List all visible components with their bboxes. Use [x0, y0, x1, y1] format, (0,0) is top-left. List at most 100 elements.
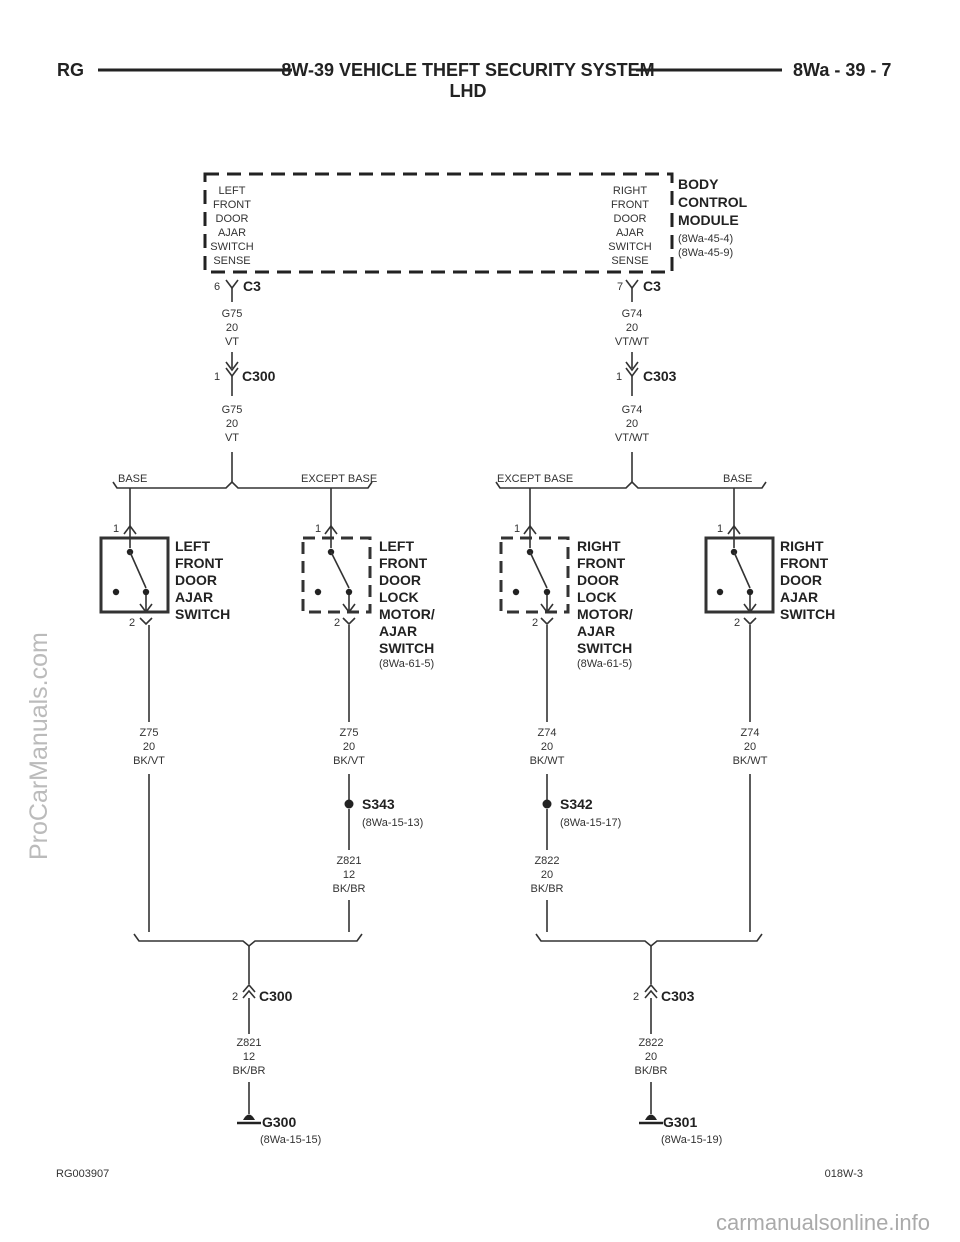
- switch-contact-dot: [142, 588, 150, 596]
- connector-symbol: [743, 617, 757, 626]
- switch-output: [540, 595, 554, 614]
- wire-color: VT/WT: [615, 432, 649, 444]
- wire-label-z821-b: Z821 12 BK/BR: [232, 1037, 265, 1077]
- wire-label-z822-b: Z822 20 BK/BR: [634, 1037, 667, 1077]
- wire-gauge: 20: [226, 418, 238, 430]
- branch-label: BASE: [118, 473, 147, 485]
- wire-color: BK/VT: [133, 755, 165, 767]
- bcm-ref: (8Wa-45-4): [678, 233, 733, 245]
- wire-gauge: 20: [143, 741, 155, 753]
- bcm-right-input-line: SENSE: [611, 255, 648, 267]
- connector-name: C303: [661, 988, 695, 1004]
- bcm-left-input-line: DOOR: [216, 213, 249, 225]
- connector-name: C3: [643, 278, 661, 294]
- connector-symbol: [727, 524, 741, 535]
- splice-name: S342: [560, 796, 593, 812]
- bcm-right-input-line: SWITCH: [608, 241, 651, 253]
- connector-symbol: [242, 983, 256, 999]
- wire-label-z74-b: Z74 20 BK/WT: [733, 727, 768, 767]
- connector-name: C3: [243, 278, 261, 294]
- wire-label-z822-a: Z822 20 BK/BR: [530, 855, 563, 895]
- switch-contact-dot: [112, 588, 120, 596]
- switch-label-line: DOOR: [175, 572, 217, 588]
- switch-box: [99, 536, 170, 614]
- wire-gauge: 20: [645, 1051, 657, 1063]
- switch-label-line: MOTOR/: [379, 606, 435, 622]
- splice-s342: S342 (8Wa-15-17): [542, 796, 621, 829]
- bcm-name-line: MODULE: [678, 212, 739, 228]
- connector-name: C300: [242, 368, 276, 384]
- switch-label-line: FRONT: [175, 555, 224, 571]
- wire-circuit: Z75: [140, 727, 159, 739]
- branch-bar: [495, 480, 767, 489]
- ground-name: G301: [663, 1114, 697, 1130]
- connector-pin: 2: [633, 991, 639, 1003]
- merge-bar-left: [133, 933, 363, 948]
- splice-ref: (8Wa-15-17): [560, 817, 621, 829]
- wire-label-z75-a: Z75 20 BK/VT: [133, 727, 165, 767]
- splice-s343: S343 (8Wa-15-13): [344, 796, 423, 829]
- wire-color: BK/BR: [530, 883, 563, 895]
- connector-pin: 6: [214, 281, 220, 293]
- switch-label-line: AJAR: [780, 589, 818, 605]
- switch-pin: 1: [514, 523, 520, 535]
- merge-bar-right: [535, 933, 763, 948]
- connector-name: C300: [259, 988, 293, 1004]
- wire-circuit: Z74: [538, 727, 557, 739]
- connector-pin: 1: [214, 371, 220, 383]
- switch-pin: 1: [113, 523, 119, 535]
- header-right: 8Wa - 39 - 7: [793, 60, 891, 80]
- connector-c300-bottom: 2 C300: [232, 983, 293, 1004]
- wire-label-g74-a: G74 20 VT/WT: [615, 308, 649, 348]
- switch-label-line: FRONT: [577, 555, 626, 571]
- connector-symbol: [540, 617, 554, 626]
- wire-color: BK/BR: [232, 1065, 265, 1077]
- ground-g300: G300 (8Wa-15-15): [237, 1114, 321, 1146]
- wire-color: BK/BR: [634, 1065, 667, 1077]
- branch-left: BASE EXCEPT BASE: [112, 473, 377, 489]
- switch-label-line: SWITCH: [175, 606, 230, 622]
- bcm-box: [203, 172, 674, 274]
- switch-label-line: FRONT: [780, 555, 829, 571]
- splice-name: S343: [362, 796, 395, 812]
- switch-contact-dot: [314, 588, 322, 596]
- wire-circuit: Z821: [236, 1037, 261, 1049]
- switch-label-line: MOTOR/: [577, 606, 633, 622]
- wire-color: VT/WT: [615, 336, 649, 348]
- switch-rf-ajar: 1 2 RIGHT FRONT DOOR AJAR SWITCH: [704, 523, 835, 629]
- connector-c3-right: 7 C3: [617, 278, 661, 294]
- wire-label-z75-b: Z75 20 BK/VT: [333, 727, 365, 767]
- bcm-right-input-line: RIGHT: [613, 185, 648, 197]
- splice-ref: (8Wa-15-13): [362, 817, 423, 829]
- switch-contact-dot: [746, 588, 754, 596]
- ground-icon: [243, 1114, 255, 1120]
- wire-circuit: Z822: [638, 1037, 663, 1049]
- connector-c303-bottom: 2 C303: [633, 983, 695, 1004]
- header-title: 8W-39 VEHICLE THEFT SECURITY SYSTEM: [281, 60, 654, 80]
- switch-arm: [330, 551, 350, 589]
- wire-label-z821-a: Z821 12 BK/BR: [332, 855, 365, 895]
- switch-pin: 2: [334, 617, 340, 629]
- switch-contact-dot: [512, 588, 520, 596]
- connector-c303-top: 1 C303: [616, 361, 677, 384]
- switch-label-line: FRONT: [379, 555, 428, 571]
- header-subtitle: LHD: [450, 81, 487, 101]
- switch-lf-lock-motor: 1 2 LEFT FRONT DOOR LOCK MOTOR/ AJAR SWI…: [301, 523, 435, 670]
- footer-code: 018W-3: [825, 1168, 863, 1180]
- connector-symbol: [644, 983, 658, 999]
- bcm-name: BODY CONTROL MODULE (8Wa-45-4) (8Wa-45-9…: [678, 176, 748, 259]
- switch-label-line: RIGHT: [577, 538, 621, 554]
- switch-output: [139, 595, 153, 614]
- bcm-name-line: CONTROL: [678, 194, 748, 210]
- branch-label: BASE: [723, 473, 752, 485]
- splice-dot: [344, 799, 354, 809]
- wire-gauge: 12: [343, 869, 355, 881]
- connector-symbol: [123, 524, 137, 535]
- switch-label-line: AJAR: [175, 589, 213, 605]
- connector-name: C303: [643, 368, 677, 384]
- wire-label-g75-a: G75 20 VT: [222, 308, 243, 348]
- switch-label-line: AJAR: [577, 623, 615, 639]
- switch-pin: 1: [717, 523, 723, 535]
- switch-ref: (8Wa-61-5): [379, 658, 434, 670]
- bottom-watermark: carmanualsonline.info: [716, 1210, 930, 1235]
